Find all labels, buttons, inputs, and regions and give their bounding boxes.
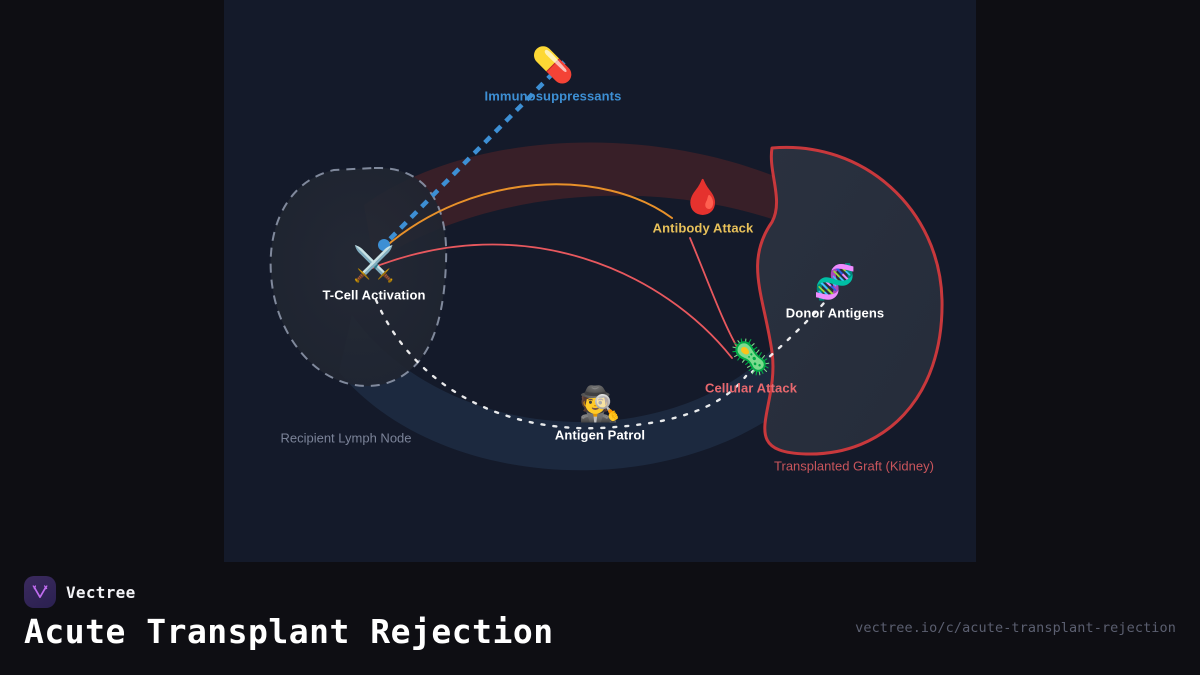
node-donor-antigens[interactable]: 🧬 Donor Antigens [786,266,884,321]
transplanted-graft-shape[interactable] [756,145,944,456]
cellular-pathway-band [339,315,834,471]
diagram-canvas[interactable]: Recipient Lymph Node Transplanted Graft … [224,0,976,562]
page-title: Acute Transplant Rejection [24,612,554,651]
region-label-transplanted-graft: Transplanted Graft (Kidney) [774,458,934,474]
region-label-recipient-lymph-node: Recipient Lymph Node [280,430,412,446]
node-antibody-attack[interactable]: 🩸 Antibody Attack [653,181,754,236]
node-label-immunosuppressants: Immunosuppressants [484,88,622,104]
diagram-graphics [269,60,944,471]
detective-emoji: 🕵️ [578,384,622,425]
humoral-pathway-band [364,142,864,262]
footer-url[interactable]: vectree.io/c/acute-transplant-rejection [855,620,1176,636]
microbe-emoji: 🦠 [729,337,773,378]
node-label-antibody-attack: Antibody Attack [652,220,754,236]
recipient-lymph-node-shape[interactable] [269,166,448,387]
node-antigen-patrol[interactable]: 🕵️ Antigen Patrol [555,388,645,443]
edge-antigen-presentation-path [374,298,748,430]
brand[interactable]: Vectree [24,576,136,608]
crossed-swords-emoji: ⚔️ [352,244,396,285]
node-label-antigen-patrol: Antigen Patrol [554,427,646,443]
node-cellular-attack[interactable]: 🦠 Cellular Attack [705,341,797,396]
node-t-cell-activation[interactable]: ⚔️ T-Cell Activation [322,248,425,303]
vectree-logo-icon [24,576,56,608]
edge-cellular-to-donor-antigens [750,294,832,374]
node-label-t-cell-activation: T-Cell Activation [322,287,426,303]
blood-drop-emoji: 🩸 [681,177,725,218]
edge-tcell-to-antibody [383,183,673,249]
node-label-cellular-attack: Cellular Attack [704,380,798,396]
edge-immunosuppressant-inhibition [384,60,566,245]
edge-antibody-to-cellular [689,237,741,353]
pill-emoji: 💊 [531,45,575,86]
brand-name: Vectree [66,582,136,602]
node-immunosuppressants[interactable]: 💊 Immunosuppressants [485,49,622,104]
page-footer: Vectree Acute Transplant Rejection [0,562,1200,675]
inhibition-endpoint-dot [378,239,390,251]
edge-tcell-to-cellular [371,243,733,359]
node-label-donor-antigens: Donor Antigens [785,305,885,321]
dna-emoji: 🧬 [813,262,857,303]
